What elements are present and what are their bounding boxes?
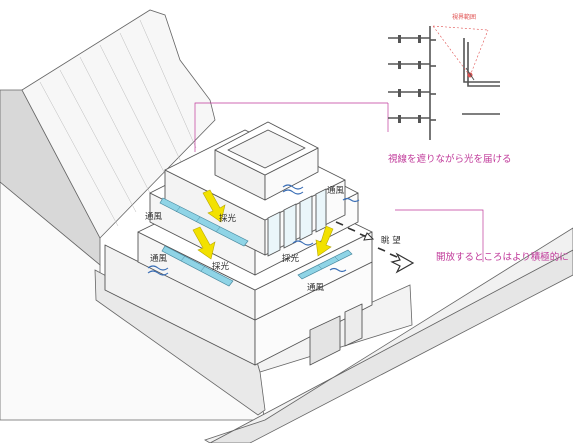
label-daylight-2: 採光 <box>212 261 230 272</box>
light-arrow-1 <box>202 189 226 223</box>
light-arrow-3 <box>315 225 334 257</box>
view-range-label: 視界範囲 <box>452 13 476 21</box>
label-daylight-3: 採光 <box>282 253 300 264</box>
view-arrows <box>335 221 415 274</box>
label-ventilation-1: 通風 <box>145 211 163 222</box>
label-ventilation-2: 通風 <box>327 185 345 196</box>
label-view: 眺 望 <box>381 235 401 246</box>
vertical-windows <box>267 188 327 257</box>
label-ventilation-4: 通風 <box>307 282 325 293</box>
terrain <box>0 9 573 443</box>
label-ventilation-3: 通風 <box>150 253 168 264</box>
label-daylight-1: 採光 <box>219 213 237 224</box>
skylights <box>159 197 353 287</box>
daylight-arrows <box>192 189 334 260</box>
caption-open: 開放するところはより積極的に <box>436 251 569 263</box>
slope-top <box>21 9 216 239</box>
section-detail-inset: 視界範囲 <box>388 13 500 140</box>
view-arrow-head <box>390 252 415 274</box>
curb <box>204 227 573 443</box>
caption-light: 視線を遮りながら光を届ける <box>388 153 512 165</box>
light-arrow-2 <box>192 226 216 260</box>
wind-marks <box>147 184 360 276</box>
retaining-wall <box>0 89 101 266</box>
